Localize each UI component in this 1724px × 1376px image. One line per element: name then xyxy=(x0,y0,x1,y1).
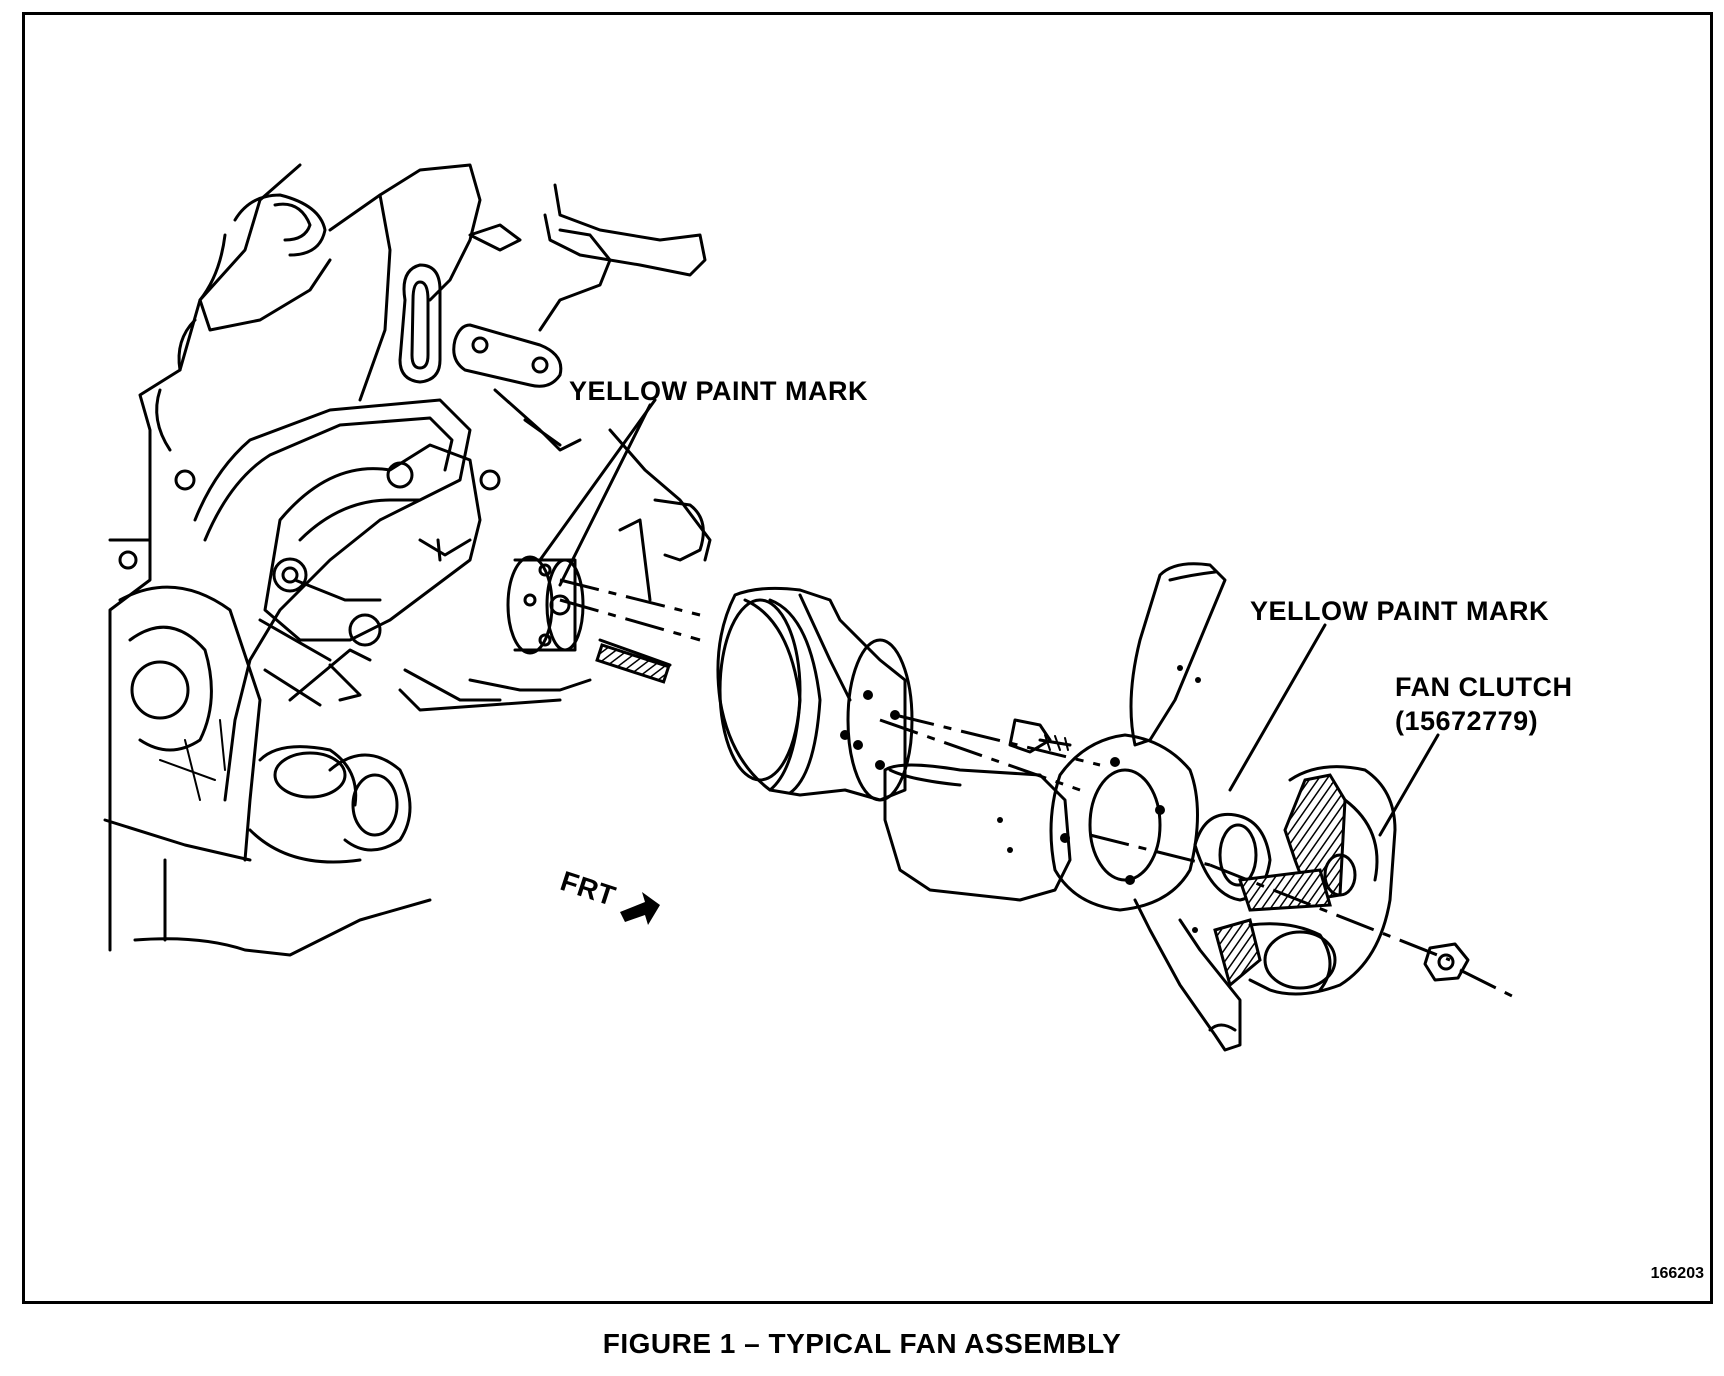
yellow-paint-mark-pump-label: YELLOW PAINT MARK xyxy=(569,376,868,406)
fan-clutch-part-number: (15672779) xyxy=(1395,706,1539,736)
pulley xyxy=(716,586,1101,802)
engine-block xyxy=(103,163,712,957)
figure-number: 166203 xyxy=(1650,1265,1704,1282)
leader-line-clutch xyxy=(1228,623,1327,792)
figure-frame xyxy=(22,12,1713,1304)
figure-caption: FIGURE 1 – TYPICAL FAN ASSEMBLY xyxy=(602,1328,1122,1359)
fan-blade xyxy=(883,562,1242,1052)
leader-line-pump-2 xyxy=(558,403,652,587)
yellow-paint-mark-clutch-label: YELLOW PAINT MARK xyxy=(1250,596,1549,626)
fan-clutch-label: FAN CLUTCH xyxy=(1395,672,1573,702)
front-arrow-icon xyxy=(620,892,660,925)
fan-clutch xyxy=(1089,765,1521,1002)
leader-line-fan-clutch xyxy=(1378,733,1440,837)
leader-line-pump xyxy=(538,398,657,562)
mounting-studs xyxy=(559,578,701,684)
